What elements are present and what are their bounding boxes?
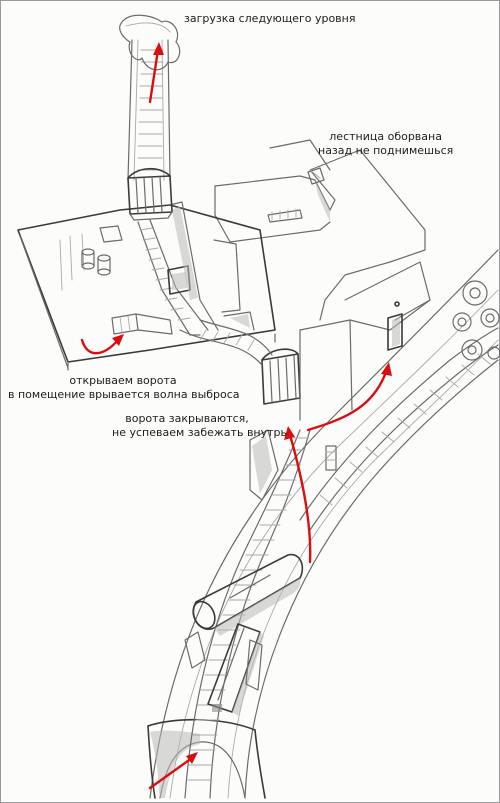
- label-gate-close-line2: не успеваем забежать внутрь: [112, 426, 287, 439]
- corridor-block: [214, 139, 431, 421]
- outer-curved-wall: [149, 249, 499, 799]
- label-next-level-text: загрузка следующего уровня: [184, 12, 356, 25]
- barrel: [325, 445, 337, 471]
- label-ladder-broken: лестница оборвана назад не поднимешься: [318, 130, 453, 158]
- label-gate-close-line1: ворота закрываются,: [125, 412, 249, 425]
- label-ladder-line1: лестница оборвана: [329, 130, 442, 143]
- label-ladder-line2: назад не поднимешься: [318, 144, 454, 157]
- label-gate-open: открываем ворота в помещение врывается в…: [8, 374, 240, 402]
- label-next-level: загрузка следующего уровня: [184, 12, 355, 26]
- main-room: [17, 201, 276, 371]
- right-track: [299, 327, 499, 531]
- connecting-track: [179, 319, 273, 366]
- route-arrows: [80, 42, 392, 790]
- lower-gate: [261, 348, 301, 405]
- label-gate-close: ворота закрываются, не успеваем забежать…: [112, 412, 287, 440]
- entry-tunnel: [147, 718, 266, 799]
- tank-wagon: [192, 553, 304, 636]
- debris: [184, 429, 279, 691]
- vertical-shaft: [119, 14, 181, 221]
- label-gate-open-line1: открываем ворота: [69, 374, 177, 387]
- label-gate-open-line2: в помещение врывается волна выброса: [8, 388, 240, 401]
- flat-wagon: [207, 623, 264, 716]
